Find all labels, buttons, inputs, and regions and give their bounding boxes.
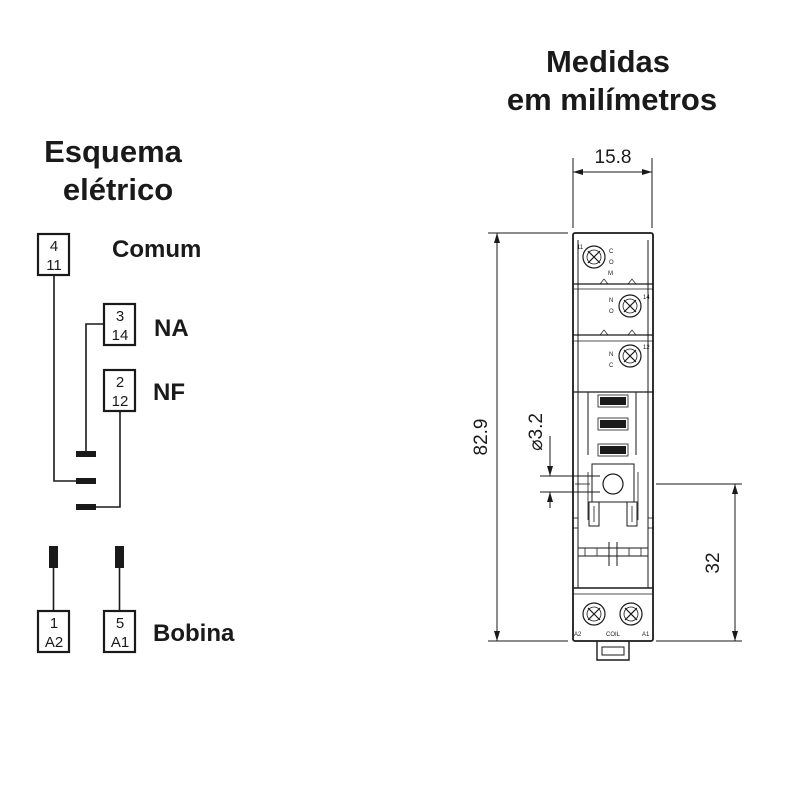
coil-a1-screw-terminal (619, 602, 643, 626)
common-contact (76, 478, 96, 484)
hole-offset-value: 32 (703, 552, 724, 573)
relay-socket-body: 11 C O M N O 14 N C 12 (572, 232, 654, 661)
dimension-drawing: Medidas em milímetros 15.8 82.9 (471, 44, 742, 661)
dimensions-title-line1: Medidas (546, 44, 670, 79)
common-screw-label: 11 (577, 245, 584, 251)
nc-screw-n: N (609, 352, 613, 358)
no-wire (85, 323, 104, 455)
dimensions-title-line2: em milímetros (507, 82, 717, 117)
common-screw-c: C (609, 249, 614, 255)
coil-a1-terminal-top: 5 (116, 615, 124, 632)
common-terminal-bottom: 11 (46, 257, 62, 274)
width-value: 15.8 (595, 147, 632, 168)
coil-a2-terminal-box (36, 609, 71, 654)
electrical-schematic: Esquema elétrico 4 11 Comum 3 14 NA 2 12… (36, 134, 235, 654)
common-label: Comum (112, 236, 201, 263)
nc-screw-label: 12 (643, 345, 650, 351)
coil-a1-terminal-bottom: A1 (111, 634, 129, 651)
coil-a2-screw-terminal (582, 602, 606, 626)
coil-a2-screw-label: A2 (574, 632, 582, 638)
coil-a2-terminal-bottom: A2 (45, 634, 63, 651)
common-screw-m: M (608, 271, 613, 277)
hole-offset-dimension: 32 (656, 483, 742, 642)
coil-label: Bobina (153, 620, 235, 647)
coil-a1-plate (115, 546, 124, 568)
common-screw-o: O (609, 260, 614, 266)
nc-terminal-bottom: 12 (112, 393, 129, 410)
common-screw-terminal: 11 C O M (577, 245, 614, 277)
nc-contact (76, 504, 96, 510)
no-contact (76, 451, 96, 457)
width-dimension: 15.8 (572, 147, 653, 228)
schematic-title-line1: Esquema (44, 134, 183, 169)
coil-a2-plate (49, 546, 58, 568)
nc-wire (96, 411, 121, 508)
nc-screw-c: C (609, 363, 614, 369)
coil-screw-label: COIL (606, 632, 621, 638)
no-terminal-top: 3 (116, 308, 124, 325)
no-screw-label: 14 (643, 295, 650, 301)
no-screw-terminal: N O 14 (609, 294, 650, 318)
nc-label: NF (153, 379, 185, 406)
hole-diameter-value: ⌀3.2 (526, 413, 547, 451)
coil-a1-terminal-box (102, 609, 137, 654)
din-clip (596, 641, 630, 661)
no-label: NA (154, 315, 189, 342)
no-terminal-bottom: 14 (112, 327, 129, 344)
coil-a2-terminal-top: 1 (50, 615, 58, 632)
common-terminal-top: 4 (50, 238, 58, 255)
height-value: 82.9 (471, 419, 492, 456)
mounting-hole (602, 473, 624, 495)
no-screw-n: N (609, 298, 613, 304)
hole-dimension: ⌀3.2 (526, 413, 600, 508)
height-dimension: 82.9 (471, 232, 568, 642)
nc-screw-terminal: N C 12 (609, 344, 650, 369)
schematic-title-line2: elétrico (63, 172, 173, 207)
common-wire (53, 275, 86, 482)
nc-terminal-top: 2 (116, 374, 124, 391)
no-screw-o: O (609, 309, 614, 315)
coil-a1-screw-label: A1 (642, 632, 650, 638)
